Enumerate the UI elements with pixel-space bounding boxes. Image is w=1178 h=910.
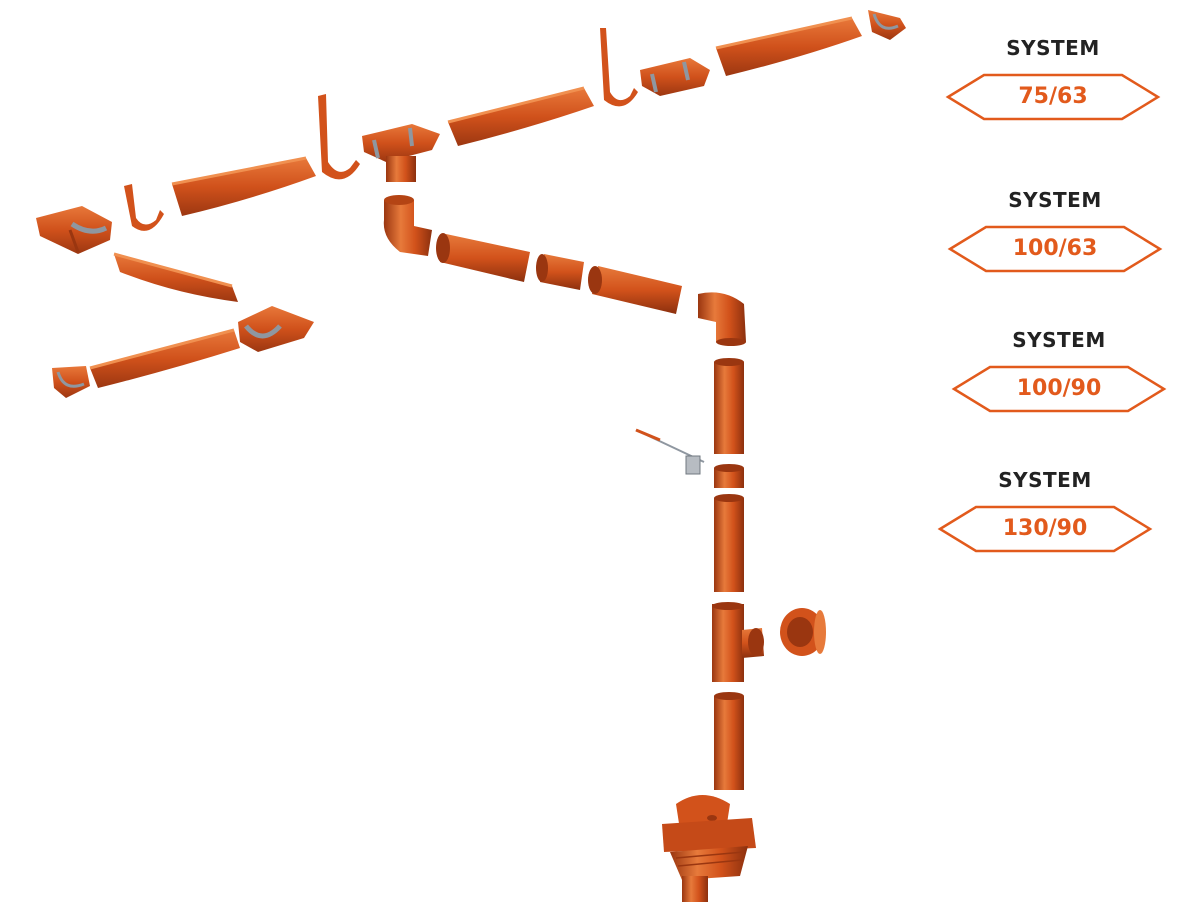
- drain-gully: [662, 795, 756, 902]
- system-value: 75/63: [1018, 84, 1088, 109]
- system-badge-100-90: SYSTEM 100/90: [934, 328, 1178, 458]
- system-value-badge: 100/63: [930, 224, 1178, 274]
- inspection-cap: [780, 608, 826, 656]
- hexagon-badge-shape: [947, 225, 1163, 273]
- system-value: 130/90: [1002, 516, 1088, 541]
- downpipe-pipe: [714, 494, 744, 592]
- downpipe-pipe: [588, 266, 682, 314]
- system-value-badge: 130/90: [920, 504, 1170, 554]
- gutter-corner-right: [238, 306, 314, 352]
- downpipe-pipe: [714, 692, 744, 790]
- downpipe-elbow: [383, 195, 432, 256]
- half-round-gutter: [113, 252, 238, 302]
- hexagon-badge-shape: [945, 73, 1161, 121]
- system-value-badge: 75/63: [928, 72, 1178, 122]
- system-value-badge: 100/90: [934, 364, 1178, 414]
- pipe-bracket: [635, 428, 705, 475]
- hexagon-badge-shape: [937, 505, 1153, 553]
- downpipe-socket: [714, 464, 744, 488]
- system-title: SYSTEM: [1006, 36, 1100, 60]
- system-badge-130-90: SYSTEM 130/90: [920, 468, 1170, 598]
- gutter-end-cap: [52, 366, 90, 398]
- gutter-outlet: [362, 124, 440, 182]
- gutter-end-cap: [868, 10, 906, 40]
- gutter-hanger-bracket: [124, 184, 164, 231]
- hexagon-badge-shape: [951, 365, 1167, 413]
- system-value: 100/90: [1016, 376, 1102, 401]
- downpipe-socket: [536, 254, 584, 290]
- downpipe-pipe: [714, 358, 744, 454]
- downpipe-elbow: [698, 292, 746, 346]
- system-title: SYSTEM: [998, 468, 1092, 492]
- system-badge-100-63: SYSTEM 100/63: [930, 188, 1178, 318]
- gutter-hanger-bracket: [318, 94, 360, 180]
- system-title: SYSTEM: [1008, 188, 1102, 212]
- system-badge-75-63: SYSTEM 75/63: [928, 36, 1178, 166]
- gutter-connector: [640, 58, 710, 96]
- half-round-gutter: [89, 328, 240, 388]
- half-round-gutter: [171, 156, 316, 216]
- gutter-corner-left: [36, 206, 112, 254]
- downpipe-pipe: [436, 233, 530, 282]
- inspection-tee: [712, 602, 764, 682]
- half-round-gutter: [715, 16, 862, 76]
- gutter-hanger-bracket: [600, 28, 638, 107]
- half-round-gutter: [447, 86, 594, 146]
- system-title: SYSTEM: [1012, 328, 1106, 352]
- system-value: 100/63: [1012, 236, 1098, 261]
